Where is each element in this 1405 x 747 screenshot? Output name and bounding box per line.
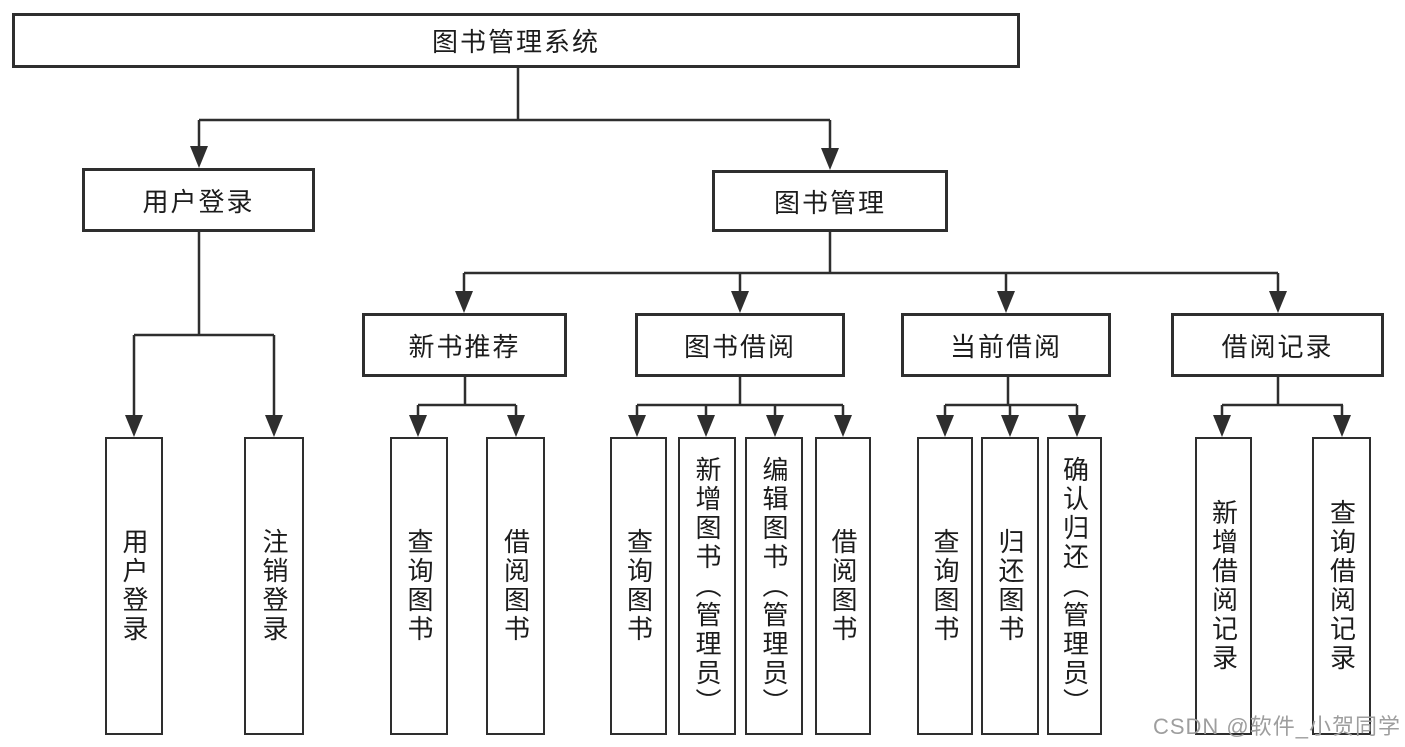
node-current-borrow: 当前借阅: [901, 313, 1111, 377]
connector-paths: [132, 68, 1344, 419]
leaf-confirm-return-admin: 确认归还（管理员）: [1047, 437, 1102, 735]
node-book-management: 图书管理: [712, 170, 948, 232]
leaf-add-borrow-record: 新增借阅记录: [1195, 437, 1252, 735]
arrowhead-icons: [125, 146, 1351, 437]
node-root-system: 图书管理系统: [12, 13, 1020, 68]
leaf-return-books: 归还图书: [981, 437, 1039, 735]
leaf-query-borrow-record: 查询借阅记录: [1312, 437, 1371, 735]
leaf-query-books-recommend: 查询图书: [390, 437, 448, 735]
watermark: CSDN @软件_小贺同学: [1152, 714, 1401, 739]
leaf-query-books-current: 查询图书: [917, 437, 973, 735]
leaf-edit-books-admin: 编辑图书（管理员）: [745, 437, 803, 735]
node-borrow-records: 借阅记录: [1171, 313, 1384, 377]
leaf-user-login: 用户登录: [105, 437, 163, 735]
leaf-logout: 注销登录: [244, 437, 304, 735]
leaf-borrow-books-recommend: 借阅图书: [486, 437, 545, 735]
node-new-book-recommend: 新书推荐: [362, 313, 567, 377]
node-user-login: 用户登录: [82, 168, 315, 232]
leaf-add-books-admin: 新增图书（管理员）: [678, 437, 736, 735]
node-book-borrow: 图书借阅: [635, 313, 845, 377]
leaf-borrow-books: 借阅图书: [815, 437, 871, 735]
leaf-query-books-borrow: 查询图书: [610, 437, 667, 735]
